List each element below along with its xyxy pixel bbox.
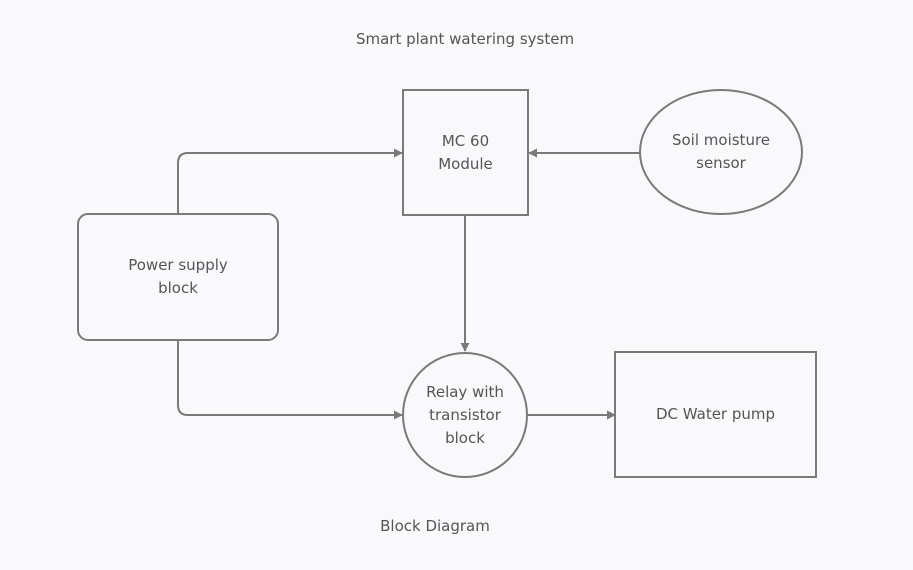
edge-power-to-mc60 xyxy=(177,148,403,214)
soil-sensor-label: Soil moisture sensor xyxy=(640,90,802,214)
mc60-module-label: MC 60 Module xyxy=(403,90,528,215)
power-supply-box xyxy=(77,213,279,341)
power-supply-label-line-1: Power supply xyxy=(128,256,228,274)
relay-label-line-2: transistor xyxy=(429,405,501,424)
relay-label-line-3: block xyxy=(445,428,485,447)
diagram-caption: Block Diagram xyxy=(380,517,490,535)
water-pump-label-line-1: DC Water pump xyxy=(655,405,776,423)
relay-circle xyxy=(402,352,528,478)
soil-sensor-label-line-1: Soil moisture xyxy=(671,131,771,149)
soil-sensor-label-line-2: sensor xyxy=(696,154,746,172)
water-pump-label: DC Water pump xyxy=(615,352,816,477)
soil-sensor-ellipse xyxy=(639,89,803,215)
water-pump-box xyxy=(614,351,817,478)
power-supply-label: Power supply block xyxy=(78,214,278,340)
mc60-module-box xyxy=(402,89,529,216)
relay-label: Relay with transistor block xyxy=(403,353,527,477)
edge-power-to-relay xyxy=(177,340,403,420)
mc60-label-line-2: Module xyxy=(438,154,493,173)
diagram-title: Smart plant watering system xyxy=(355,30,575,48)
mc60-label-line-1: MC 60 xyxy=(441,131,490,150)
power-supply-label-line-2: block xyxy=(158,279,198,297)
relay-label-line-1: Relay with xyxy=(426,382,504,401)
